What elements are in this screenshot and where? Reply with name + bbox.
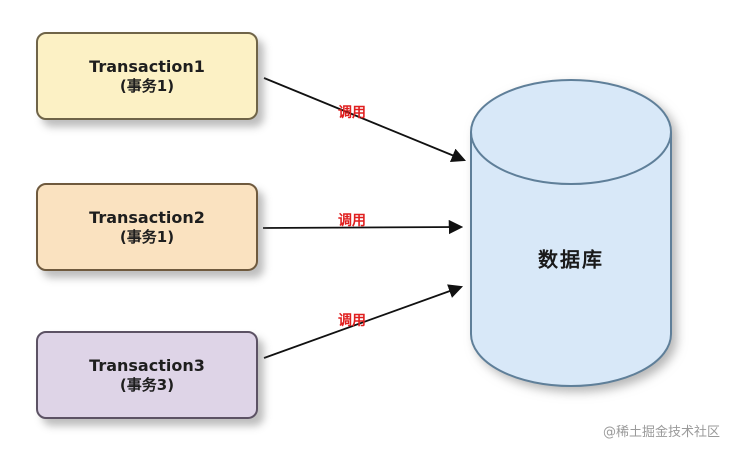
transaction-box-2-subtitle: (事务1) bbox=[119, 227, 175, 246]
arrow-transaction2-to-db bbox=[262, 219, 464, 235]
cylinder-top bbox=[470, 79, 672, 185]
transaction-box-1-title: Transaction1 bbox=[89, 56, 205, 76]
database-label: 数据库 bbox=[538, 247, 604, 272]
transaction-box-1-subtitle: (事务1) bbox=[119, 76, 175, 95]
watermark: @稀土掘金技术社区 bbox=[602, 425, 720, 440]
transaction-box-2-title: Transaction2 bbox=[89, 207, 205, 227]
transaction-box-3-title: Transaction3 bbox=[89, 355, 205, 375]
arrow-transaction3-to-db bbox=[263, 284, 464, 359]
transaction-box-3: Transaction3 (事务3) bbox=[36, 331, 258, 419]
transaction-box-2: Transaction2 (事务1) bbox=[36, 183, 258, 271]
arrow-transaction1-to-db bbox=[263, 77, 466, 163]
call-label-3: 调用 bbox=[338, 313, 366, 329]
call-label-1: 调用 bbox=[338, 105, 366, 121]
database-cylinder bbox=[470, 79, 672, 387]
call-label-2: 调用 bbox=[338, 213, 366, 229]
transaction-box-1: Transaction1 (事务1) bbox=[36, 32, 258, 120]
transaction-box-3-subtitle: (事务3) bbox=[119, 375, 175, 394]
